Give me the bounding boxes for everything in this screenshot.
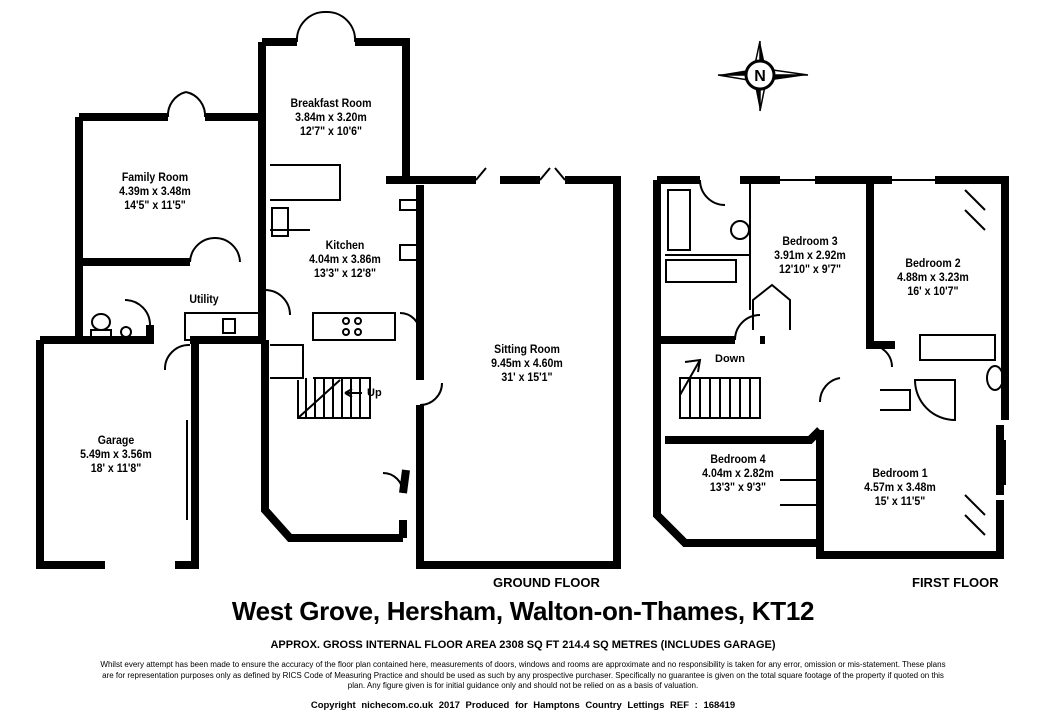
room-label-utility: Utility xyxy=(176,292,232,306)
room-name: Garage xyxy=(97,433,135,447)
room-label-breakfast: Breakfast Room 3.84m x 3.20m 12'7" x 10'… xyxy=(277,96,384,138)
room-metric: 3.84m x 3.20m xyxy=(295,110,367,124)
room-name: Bedroom 1 xyxy=(872,466,928,480)
room-imperial: 12'7" x 10'6" xyxy=(299,124,363,138)
room-imperial: 31' x 15'1" xyxy=(501,370,553,384)
room-label-family: Family Room 4.39m x 3.48m 14'5" x 11'5" xyxy=(107,170,204,212)
room-name: Sitting Room xyxy=(494,342,560,356)
room-label-bedroom-2: Bedroom 2 4.88m x 3.23m 16' x 10'7" xyxy=(885,256,982,298)
room-metric: 4.39m x 3.48m xyxy=(119,184,191,198)
room-name: Bedroom 4 xyxy=(710,452,766,466)
room-metric: 4.57m x 3.48m xyxy=(864,480,936,494)
disclaimer-text: Whilst every attempt has been made to en… xyxy=(100,660,946,691)
room-label-garage: Garage 5.49m x 3.56m 18' x 11'8" xyxy=(70,433,162,475)
room-label-bedroom-3: Bedroom 3 3.91m x 2.92m 12'10" x 9'7" xyxy=(762,234,859,276)
room-imperial: 15' x 11'5" xyxy=(874,494,926,508)
room-imperial: 12'10" x 9'7" xyxy=(778,262,842,276)
room-imperial: 13'3" x 12'8" xyxy=(313,266,377,280)
room-metric: 9.45m x 4.60m xyxy=(491,356,563,370)
room-name: Utility xyxy=(189,292,219,306)
room-name: Family Room xyxy=(121,170,189,184)
property-title: West Grove, Hersham, Walton-on-Thames, K… xyxy=(231,596,815,626)
stairs-down-label: Down xyxy=(715,353,745,365)
first-floor-internals xyxy=(656,179,1006,556)
room-imperial: 16' x 10'7" xyxy=(907,284,959,298)
copyright-footer: Copyright nichecom.co.uk 2017 Produced f… xyxy=(310,700,736,711)
room-metric: 3.91m x 2.92m xyxy=(774,248,846,262)
first-floor-label: FIRST FLOOR xyxy=(912,575,999,590)
room-name: Breakfast Room xyxy=(290,96,372,110)
room-imperial: 18' x 11'8" xyxy=(90,461,142,475)
room-metric: 4.04m x 3.86m xyxy=(309,252,381,266)
room-name: Kitchen xyxy=(325,238,365,252)
room-name: Bedroom 3 xyxy=(782,234,838,248)
floor-area-text: APPROX. GROSS INTERNAL FLOOR AREA 2308 S… xyxy=(270,639,776,651)
room-name: Bedroom 2 xyxy=(905,256,961,270)
ground-floor-internals xyxy=(90,10,618,566)
room-imperial: 14'5" x 11'5" xyxy=(124,198,186,212)
room-imperial: 13'3" x 9'3" xyxy=(709,480,767,494)
room-label-kitchen: Kitchen 4.04m x 3.86m 13'3" x 12'8" xyxy=(292,238,398,280)
room-metric: 4.04m x 2.82m xyxy=(702,466,774,480)
room-label-sitting: Sitting Room 9.45m x 4.60m 31' x 15'1" xyxy=(470,342,584,384)
stairs-up-label: Up xyxy=(367,387,382,399)
room-label-bedroom-1: Bedroom 1 4.57m x 3.48m 15' x 11'5" xyxy=(852,466,949,508)
room-metric: 4.88m x 3.23m xyxy=(897,270,969,284)
compass-rose: N xyxy=(717,40,809,112)
ground-floor-label: GROUND FLOOR xyxy=(493,575,600,590)
compass-north-letter: N xyxy=(754,68,766,85)
room-label-bedroom-4: Bedroom 4 4.04m x 2.82m 13'3" x 9'3" xyxy=(685,452,791,494)
room-metric: 5.49m x 3.56m xyxy=(80,447,152,461)
